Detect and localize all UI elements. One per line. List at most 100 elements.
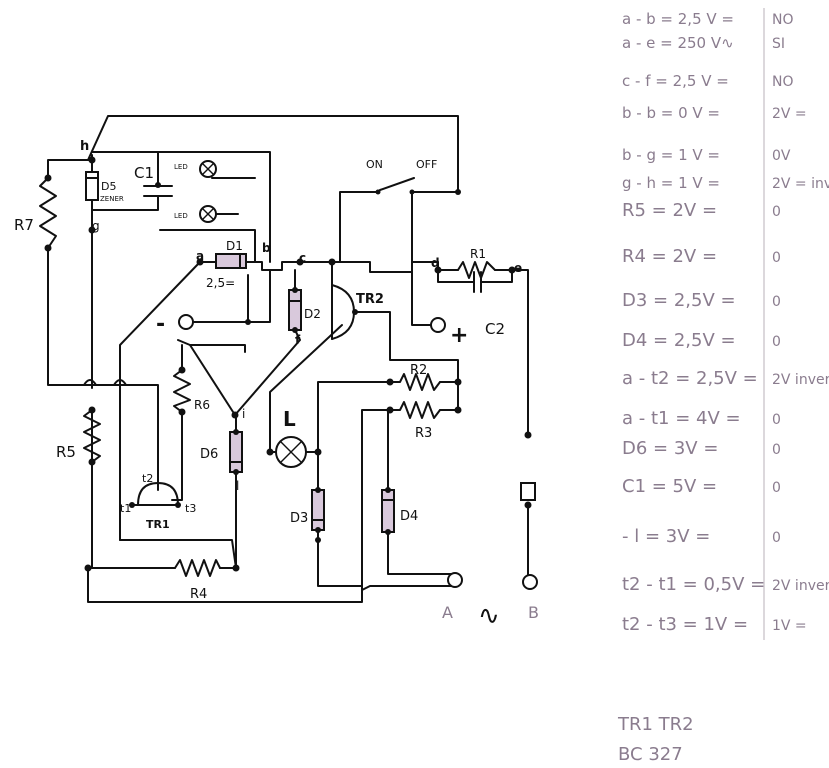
notes-row-result: 0 [772, 334, 781, 350]
diode-d6 [229, 431, 243, 473]
resistor-r6 [173, 369, 191, 413]
notes-footer-part-number: BC 327 [618, 744, 683, 765]
power-switch [375, 177, 415, 195]
label-led-bottom: LED [174, 212, 188, 220]
label-lamp: L [283, 407, 296, 431]
transistor-tr1 [137, 482, 179, 506]
label-r5: R5 [56, 443, 76, 461]
notes-row-test: a - e = 250 V∿ [622, 34, 734, 52]
junction-dots [44, 156, 532, 572]
terminal-b [522, 574, 538, 590]
node-b: b [262, 241, 271, 255]
label-d3: D3 [290, 511, 308, 526]
notes-table: a - b = 2,5 V = NO a - e = 250 V∿ SI c - f =… [622, 10, 829, 635]
resistor-r3 [389, 401, 441, 419]
notes-footer-transistors: TR1 TR2 [617, 714, 694, 735]
notes-row-test: R4 = 2V = [622, 246, 717, 267]
notes-row-test: a - t2 = 2,5V = [622, 368, 758, 389]
fuse [520, 482, 536, 501]
notes-row-test: b - g = 1 V = [622, 146, 720, 164]
label-d5-zener: ZENER [100, 195, 124, 203]
diode-d3 [311, 489, 325, 531]
notes-row-test: t2 - t1 = 0,5V = [622, 574, 765, 595]
label-switch-off: OFF [416, 158, 437, 171]
notes-row-result: 0 [772, 250, 781, 266]
label-switch-on: ON [366, 158, 383, 171]
label-r1: R1 [470, 247, 486, 261]
node-e: e [514, 261, 522, 275]
notes-row-result: 0 [772, 442, 781, 458]
notes-row-test: c - f = 2,5 V = [622, 72, 729, 90]
resistor-r7 [39, 177, 57, 249]
label-terminal-a: A [442, 603, 453, 622]
notes-row-result: 0 [772, 204, 781, 220]
notes-row-test: D3 = 2,5V = [622, 290, 736, 311]
notes-row-test: R5 = 2V = [622, 200, 717, 221]
node-g: g [92, 219, 100, 233]
notes-row-result: 0 [772, 480, 781, 496]
label-ac: ∿ [478, 601, 500, 631]
notes-row-test: D4 = 2,5V = [622, 330, 736, 351]
label-tr2: TR2 [356, 292, 384, 307]
label-t1: t1 [120, 502, 131, 515]
label-d2: D2 [304, 307, 321, 321]
node-l: l [236, 479, 239, 493]
label-terminal-b: B [528, 603, 539, 622]
label-plus: + [450, 323, 468, 348]
led-bottom [199, 205, 217, 223]
label-led-top: LED [174, 163, 188, 171]
terminal-a [447, 572, 463, 588]
label-r4: R4 [190, 587, 207, 602]
notes-row-test: C1 = 5V = [622, 476, 717, 497]
node-i: i [242, 407, 245, 421]
resistor-r4 [174, 559, 221, 577]
wires [47, 115, 529, 603]
label-r6: R6 [194, 398, 210, 412]
notes-row-test: D6 = 3V = [622, 438, 718, 459]
notes-row-test: t2 - t3 = 1V = [622, 614, 748, 635]
resistor-r2 [389, 373, 441, 391]
notes-row-test: a - t1 = 4V = [622, 408, 741, 429]
label-t2: t2 [142, 472, 153, 485]
label-r3: R3 [415, 426, 432, 441]
notes-row-result: 0V [772, 148, 791, 164]
node-h: h [80, 139, 89, 154]
label-d4: D4 [400, 509, 418, 524]
notes-row-result: NO [772, 74, 794, 90]
lamp-l [275, 436, 307, 468]
label-c1: C1 [134, 164, 154, 182]
label-t3: t3 [185, 502, 196, 515]
notes-row-test: b - b = 0 V = [622, 104, 720, 122]
led-top [199, 160, 217, 178]
node-f: f [295, 333, 301, 347]
node-c: c [299, 251, 306, 265]
minus-terminal [178, 314, 194, 330]
notes-row-result: 0 [772, 530, 781, 546]
label-minus: - [156, 312, 165, 337]
node-d: d [431, 256, 440, 270]
label-d6: D6 [200, 447, 218, 462]
diode-d2 [288, 289, 302, 331]
label-r2: R2 [410, 363, 427, 378]
notes-row-result: NO [772, 12, 794, 28]
notes-row-result: 0 [772, 412, 781, 428]
label-d1-value: 2,5= [206, 276, 235, 290]
plus-terminal [430, 317, 446, 333]
notes-row-result: 2V = [772, 106, 807, 122]
notes-row-result: SI [772, 36, 785, 52]
notes-row-test: a - b = 2,5 V = [622, 10, 734, 28]
label-tr1: TR1 [146, 518, 170, 531]
notes-row-result: 0 [772, 294, 781, 310]
label-d1: D1 [226, 239, 243, 253]
label-c2: C2 [485, 320, 505, 338]
resistor-r5 [83, 409, 101, 463]
notes-row-test: - l = 3V = [622, 526, 710, 547]
label-d5: D5 [101, 180, 116, 193]
label-r7: R7 [14, 216, 34, 234]
diode-d5 [85, 171, 99, 201]
notes-row-result: 1V = [772, 618, 807, 634]
